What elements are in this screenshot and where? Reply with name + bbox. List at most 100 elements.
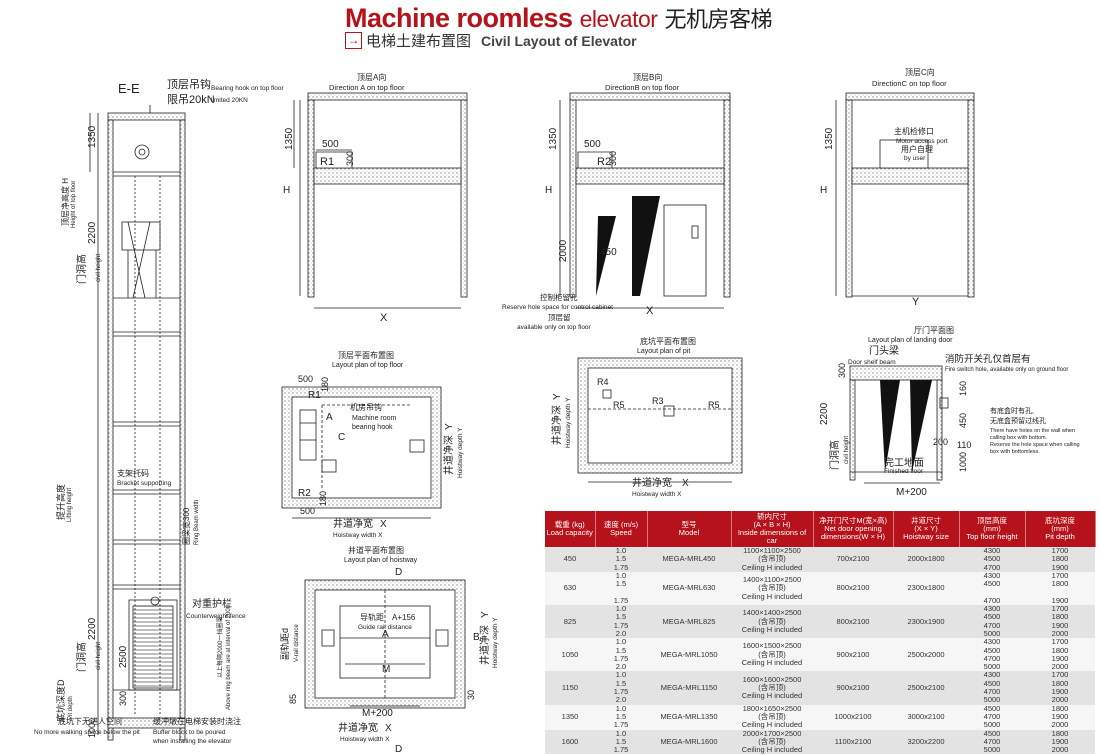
cell-line: 1.75	[613, 653, 629, 663]
pit-y-cn: 井道净深	[550, 405, 563, 445]
top-plan-r1: R1	[308, 390, 321, 401]
header-text: (X × Y)	[914, 524, 938, 533]
header-text: Load capacity	[546, 528, 593, 537]
cell-line: 2.0	[615, 628, 627, 638]
header-text: Pit depth	[1045, 532, 1075, 541]
cell-door: 700x2100	[813, 547, 893, 572]
title-cn: 无机房客梯	[664, 8, 772, 33]
cell-model: MEGA-MRL1150	[647, 671, 731, 705]
top-plan-a: A	[326, 412, 333, 423]
cell-model: MEGA-MRL1050	[647, 638, 731, 672]
hoist-d-top: D	[395, 567, 402, 578]
pit-r3: R3	[652, 396, 664, 406]
door-leaf-left	[596, 216, 616, 296]
top-plan-y: Y	[444, 423, 455, 430]
cell-line: 1100×1100×2500	[743, 546, 801, 555]
header-text: 速度 (m/s)	[603, 520, 639, 529]
hoist-a: A	[382, 629, 389, 640]
dir-c-h: H	[820, 185, 827, 196]
motor-port-cn: 主机检修口	[894, 126, 934, 136]
cell-line: 1.75	[613, 595, 629, 605]
hook-label-cn: 顶层吊钩	[167, 77, 211, 91]
landing-2200: 2200	[819, 402, 830, 425]
dir-c-en: DirectionC on top floor	[872, 79, 947, 88]
landing-m200: M+200	[896, 487, 927, 498]
cell-line: (含吊顶)	[758, 711, 786, 721]
pit-r5b: R5	[708, 400, 720, 410]
header-text: Top floor height	[966, 532, 1018, 541]
landing-110: 110	[957, 440, 971, 450]
top-plan-x-en: Hoistway width X	[333, 532, 383, 539]
cell-line: 4700	[983, 595, 1001, 605]
cell-model: MEGA-MRL1350	[647, 704, 731, 730]
landing-200: 200	[933, 437, 948, 447]
top-hook-en-1: Machine room	[352, 415, 397, 422]
landing-door-cn: 门洞高	[828, 440, 841, 470]
fire-en: Fire switch hole, available only on grou…	[945, 367, 1068, 373]
hoist-d-bottom: D	[395, 744, 402, 755]
hoistway-plan: 井道平面布置图 Layout plan of hoistway D 副轨距d V…	[279, 545, 499, 755]
top-plan-r2: R2	[298, 488, 311, 499]
table-header-5: 井道尺寸(X × Y)Hoistway size	[893, 511, 960, 547]
cell-car: 1400×1100×2500(含吊顶)Ceiling H included	[731, 571, 813, 606]
top-slab	[107, 112, 186, 121]
hoist-x-cn: 井道净宽	[338, 721, 378, 734]
lift-height-cn: 提升高度	[55, 484, 66, 520]
cell-line: Ceiling H included	[741, 624, 803, 634]
cell-line: 1800	[1051, 612, 1069, 622]
cell-line: 1900	[1051, 620, 1069, 630]
below-pit-en: No more walking space below the pit	[34, 729, 140, 736]
pit-y-en: Hoistway depth Y	[565, 397, 572, 448]
cell-line: 2.0	[615, 695, 627, 705]
ring-note-cn: 以上每隔2000一挡圈梁	[216, 617, 224, 678]
cell-line: 2000	[1051, 662, 1069, 672]
cw-fence-cn: 对重护栏	[192, 597, 232, 610]
dir-b-h: H	[545, 185, 552, 196]
cell-line: 1800	[1051, 728, 1069, 738]
cell-line: 1.75	[613, 687, 629, 697]
cell-line: 1600×1600×2500	[742, 674, 802, 684]
title-en-bold: Machine roomless	[345, 3, 573, 33]
limit-label-cn: 限吊20kN	[167, 93, 215, 106]
hook-label-en: Bearing hook on top floor	[211, 85, 284, 92]
cell-line: 1.0	[615, 703, 627, 713]
dir-a-500: 500	[322, 139, 339, 150]
fire-cn: 消防开关孔仅首层有	[945, 353, 1031, 365]
top-plan-en: Layout plan of top floor	[332, 362, 404, 369]
landing-1000: 1000	[958, 452, 968, 472]
pit-slab	[107, 717, 186, 729]
box-en-4: box with bottomless.	[990, 449, 1040, 455]
door-leaf-right	[632, 196, 660, 296]
door-height-top: 2200	[87, 221, 98, 244]
landing-door-leaf-left	[880, 380, 900, 472]
by-user-cn: 用户自理	[901, 144, 933, 154]
cell-line: 4700	[983, 653, 1001, 663]
cell-line: 1700	[1051, 570, 1069, 580]
cell-line: 1.5	[615, 579, 627, 589]
pit-r5a: R5	[613, 400, 625, 410]
lift-height-en: Lifting height	[67, 488, 73, 522]
box-cn-2: 无底盒预留过线孔	[990, 416, 1046, 425]
cell-door: 900x2100	[813, 671, 893, 705]
top-plan-x: X	[380, 519, 387, 530]
hoist-m200: M+200	[362, 708, 393, 719]
cell-model: MEGA-MRL825	[647, 605, 731, 639]
cell-line: 2000	[1051, 628, 1069, 638]
dim-2500: 2500	[118, 645, 129, 668]
beam-cn: 门头梁	[869, 344, 899, 357]
cell-line: 1700	[1051, 670, 1069, 680]
cell-door: 800x2100	[813, 605, 893, 639]
header-text: Model	[678, 528, 700, 537]
cell-line: 2000	[1051, 720, 1069, 730]
